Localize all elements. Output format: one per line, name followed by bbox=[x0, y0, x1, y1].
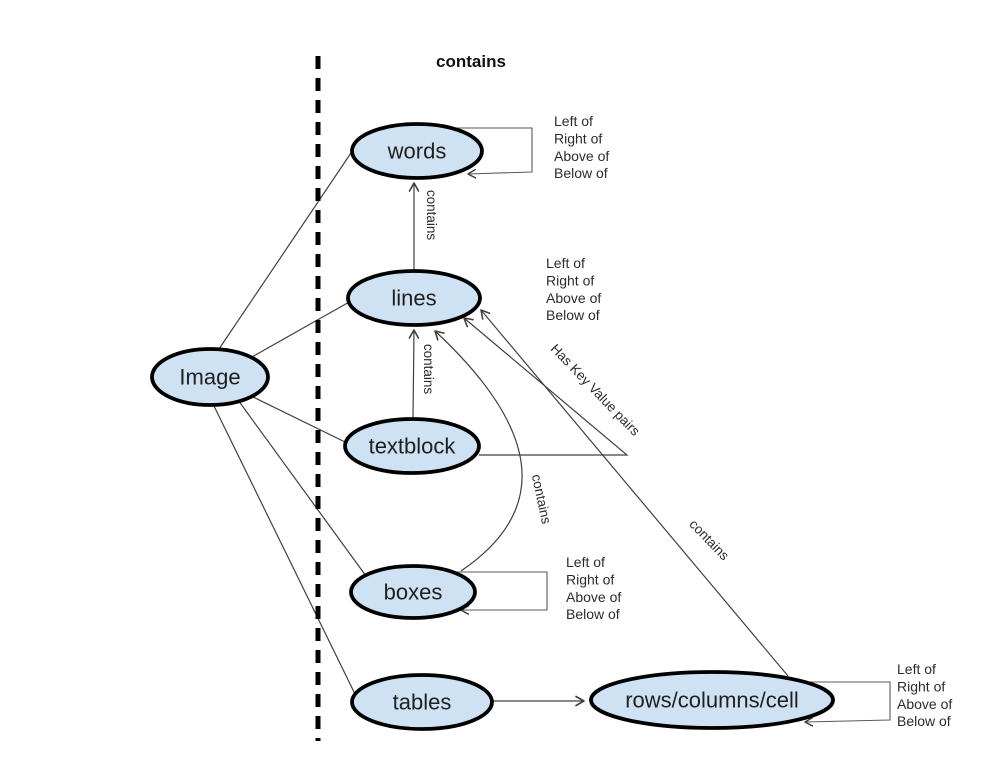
spatial-label-line: Left of bbox=[554, 113, 593, 129]
spatial-label-line: Below of bbox=[546, 307, 600, 323]
edge-textblock-to-lines-key-value bbox=[463, 317, 629, 456]
spatial-label-line: Right of bbox=[546, 272, 594, 288]
edge-label-boxes-to-lines: contains bbox=[529, 473, 554, 526]
spatial-label-line: Above of bbox=[897, 696, 952, 712]
node-ellipse-tables bbox=[350, 673, 494, 731]
edge-image-to-boxes bbox=[237, 399, 367, 577]
edge-label-lines-to-words: contains bbox=[424, 190, 439, 241]
node-label-words: words bbox=[387, 139, 447, 164]
edge-rows-columns-cell-to-lines bbox=[480, 309, 789, 677]
node-ellipse-boxes bbox=[349, 564, 477, 620]
spatial-label-line: Right of bbox=[897, 678, 945, 694]
node-ellipse-image bbox=[150, 347, 270, 407]
spatial-label-line: Below of bbox=[566, 606, 620, 622]
edge-label-textblock-to-lines: contains bbox=[421, 344, 436, 395]
edge-boxes-self-loop bbox=[452, 571, 548, 615]
node-label-textblock: textblock bbox=[369, 434, 457, 459]
node-label-rows-columns-cell: rows/columns/cell bbox=[625, 688, 799, 713]
edges-layer bbox=[212, 127, 891, 727]
spatial-label-line: Above of bbox=[546, 290, 601, 306]
edge-image-to-textblock bbox=[250, 395, 346, 443]
node-ellipse-lines bbox=[346, 269, 482, 327]
spatial-label-line: Above of bbox=[554, 148, 609, 164]
spatial-label-line: Below of bbox=[554, 165, 608, 181]
edge-image-to-lines bbox=[251, 300, 352, 358]
edge-rows-columns-cell-self-loop bbox=[801, 681, 891, 727]
edge-words-self-loop bbox=[452, 127, 533, 179]
edge-boxes-to-lines bbox=[434, 330, 523, 572]
spatial-label-line: Above of bbox=[566, 589, 621, 605]
spatial-label-line: Right of bbox=[566, 571, 614, 587]
node-ellipse-words bbox=[350, 122, 484, 180]
edge-image-to-words bbox=[218, 149, 354, 350]
edge-label-rows-columns-cell-to-lines: contains bbox=[686, 517, 732, 564]
contains-heading: contains bbox=[436, 52, 506, 71]
spatial-label-line: Left of bbox=[897, 661, 936, 677]
edge-image-to-tables bbox=[212, 403, 356, 695]
node-label-lines: lines bbox=[391, 286, 436, 311]
node-ellipse-textblock bbox=[343, 417, 481, 475]
edge-label-textblock-to-lines-key-value: Has Key Value pairs bbox=[548, 341, 643, 439]
spatial-label-line: Right of bbox=[554, 130, 602, 146]
node-label-image: Image bbox=[179, 365, 240, 390]
node-ellipse-rows-columns-cell bbox=[589, 670, 835, 730]
edge-textblock-to-lines bbox=[408, 329, 420, 420]
node-label-boxes: boxes bbox=[384, 580, 443, 605]
spatial-label-line: Left of bbox=[546, 255, 585, 271]
nodes-layer: Image words lines textblock boxes tables rows/… bbox=[150, 122, 835, 731]
spatial-label-line: Below of bbox=[897, 713, 951, 729]
spatial-label-line: Left of bbox=[566, 554, 605, 570]
node-label-tables: tables bbox=[393, 690, 452, 715]
